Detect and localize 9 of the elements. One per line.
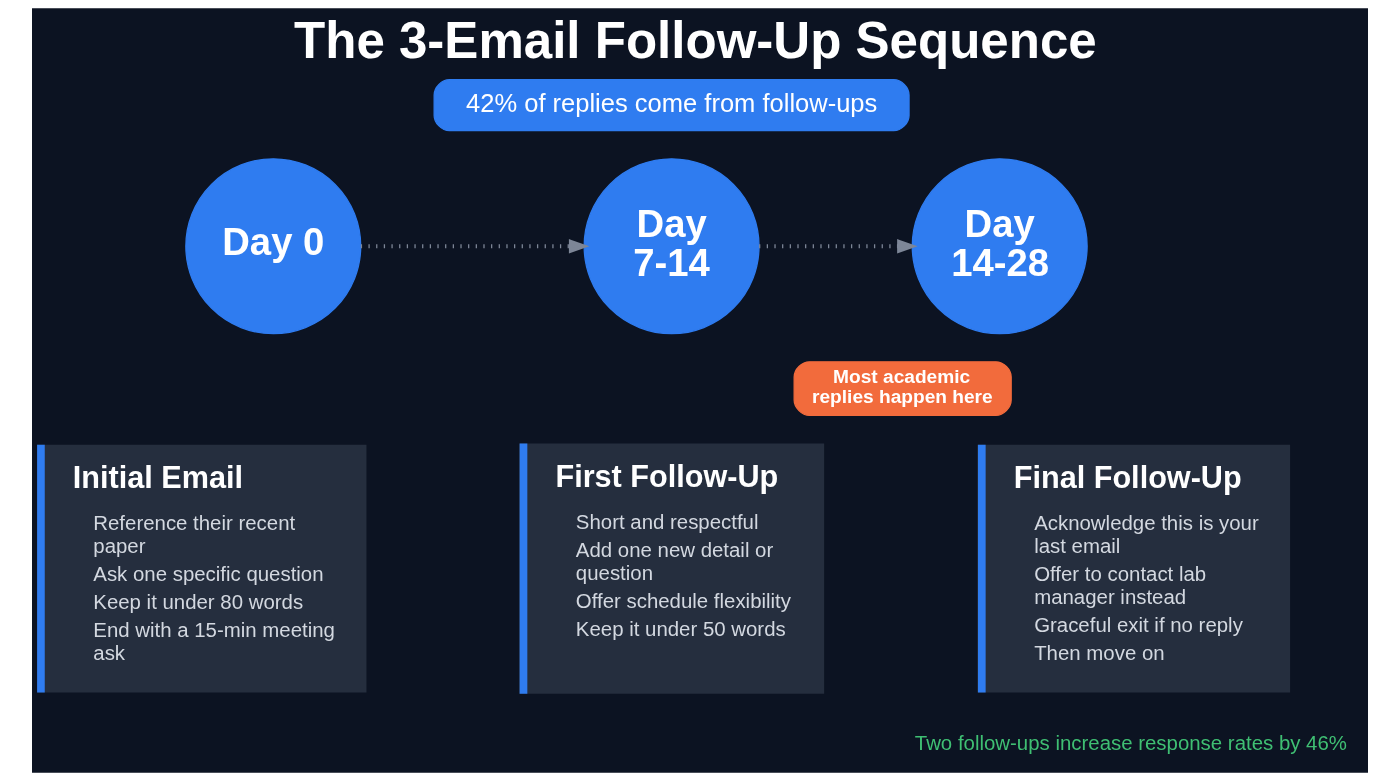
node-box: Most academic replies happen here: [793, 361, 1012, 417]
arrow: [759, 239, 918, 254]
node-circle: Day 0: [185, 158, 362, 335]
diagram-title: The 3-Email Follow-Up Sequence: [294, 11, 1097, 69]
label: Two follow-ups increase response rates by 46%: [914, 731, 1347, 754]
arrow: [360, 239, 590, 254]
node-circle: Day 7-14: [583, 158, 760, 335]
node-circle: Day 14-28: [911, 158, 1088, 335]
node-box: 42% of replies come from follow-ups: [433, 79, 910, 132]
